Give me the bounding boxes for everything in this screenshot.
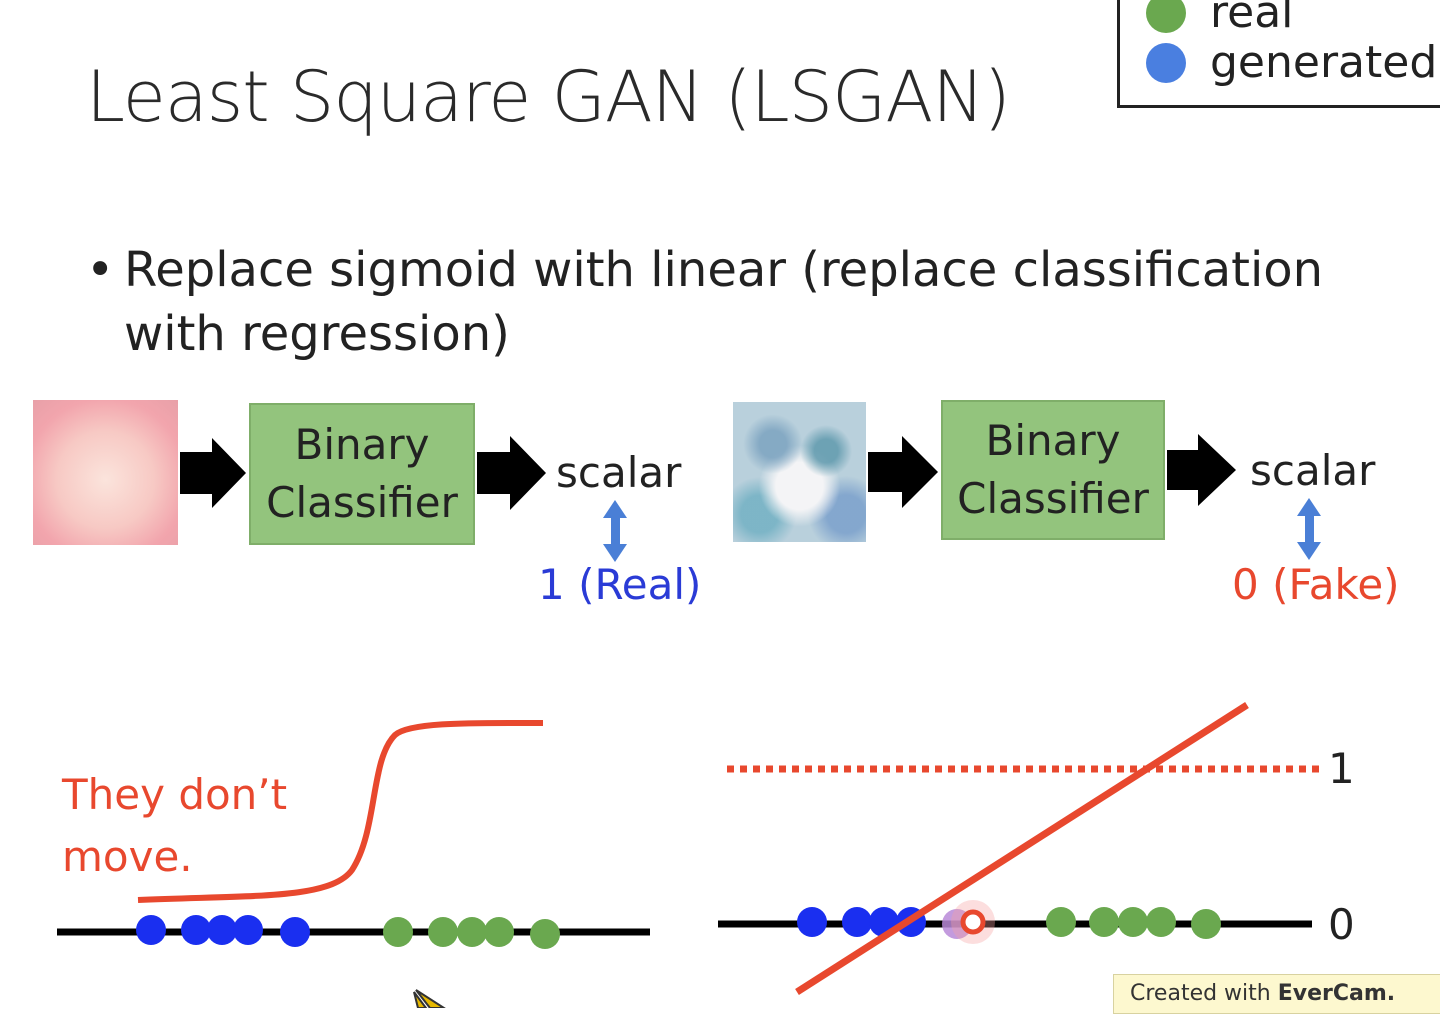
arrow-right-icon — [1167, 434, 1236, 506]
real-dot-icon — [1146, 0, 1186, 33]
real-point — [1146, 907, 1176, 937]
level-1-label: 1 — [1328, 744, 1355, 793]
generated-point — [181, 915, 211, 945]
generated-point — [280, 917, 310, 947]
real-point — [428, 917, 458, 947]
real-point — [457, 917, 487, 947]
legend-item-real: real — [1146, 0, 1293, 38]
real-point — [383, 917, 413, 947]
real-point — [1191, 909, 1221, 939]
generated-points-right — [797, 907, 926, 937]
generated-point — [207, 915, 237, 945]
arrow-right-icon — [180, 438, 246, 508]
bullet-symbol: • — [86, 242, 115, 298]
legend-label-real: real — [1210, 0, 1294, 38]
watermark-brand: EverCam. — [1277, 981, 1396, 1006]
legend-label-generated: generated — [1210, 37, 1438, 88]
real-point — [530, 919, 560, 949]
real-point — [1089, 907, 1119, 937]
real-point — [1118, 907, 1148, 937]
scalar-label-left: scalar — [556, 448, 682, 497]
target-fake-label: 0 (Fake) — [1232, 560, 1400, 609]
classifier-left-label: Binary Classifier — [266, 420, 458, 527]
sigmoid-curve — [137, 719, 544, 903]
generated-point — [797, 907, 827, 937]
target-real-label: 1 (Real) — [538, 560, 702, 609]
binary-classifier-right: Binary Classifier — [941, 400, 1165, 540]
regression-line — [795, 702, 1249, 995]
level-0-label: 0 — [1328, 900, 1355, 949]
legend: real generated — [1117, 0, 1440, 108]
generated-noise-image — [733, 402, 866, 542]
generated-points-left — [136, 915, 310, 947]
binary-classifier-left: Binary Classifier — [249, 403, 475, 545]
real-points-left — [383, 917, 560, 949]
bullet-text: Replace sigmoid with linear (replace cla… — [124, 242, 1324, 362]
annotation-they-dont-move: They don’t move. — [62, 770, 288, 881]
arrow-right-icon — [477, 436, 546, 510]
slide-title: Least Square GAN (LSGAN) — [86, 56, 1011, 138]
generated-point — [136, 915, 166, 945]
real-point — [1046, 907, 1076, 937]
double-arrow-left-icon — [603, 500, 627, 562]
real-point — [484, 917, 514, 947]
classifier-right-label: Binary Classifier — [957, 416, 1149, 523]
evercam-watermark: Created with EverCam. — [1113, 974, 1440, 1014]
legend-item-generated: generated — [1146, 37, 1437, 88]
real-points-right — [1046, 907, 1221, 939]
generated-dot-icon — [1146, 42, 1186, 83]
pointer-ring-icon — [960, 909, 986, 935]
anime-face-image — [33, 400, 178, 545]
arrow-right-icon — [868, 436, 938, 508]
scalar-label-right: scalar — [1250, 446, 1376, 495]
generated-point — [842, 907, 872, 937]
mouse-cursor-icon — [413, 989, 446, 1008]
watermark-prefix: Created with — [1130, 981, 1271, 1006]
double-arrow-right-icon — [1297, 498, 1321, 560]
generated-point — [233, 915, 263, 945]
